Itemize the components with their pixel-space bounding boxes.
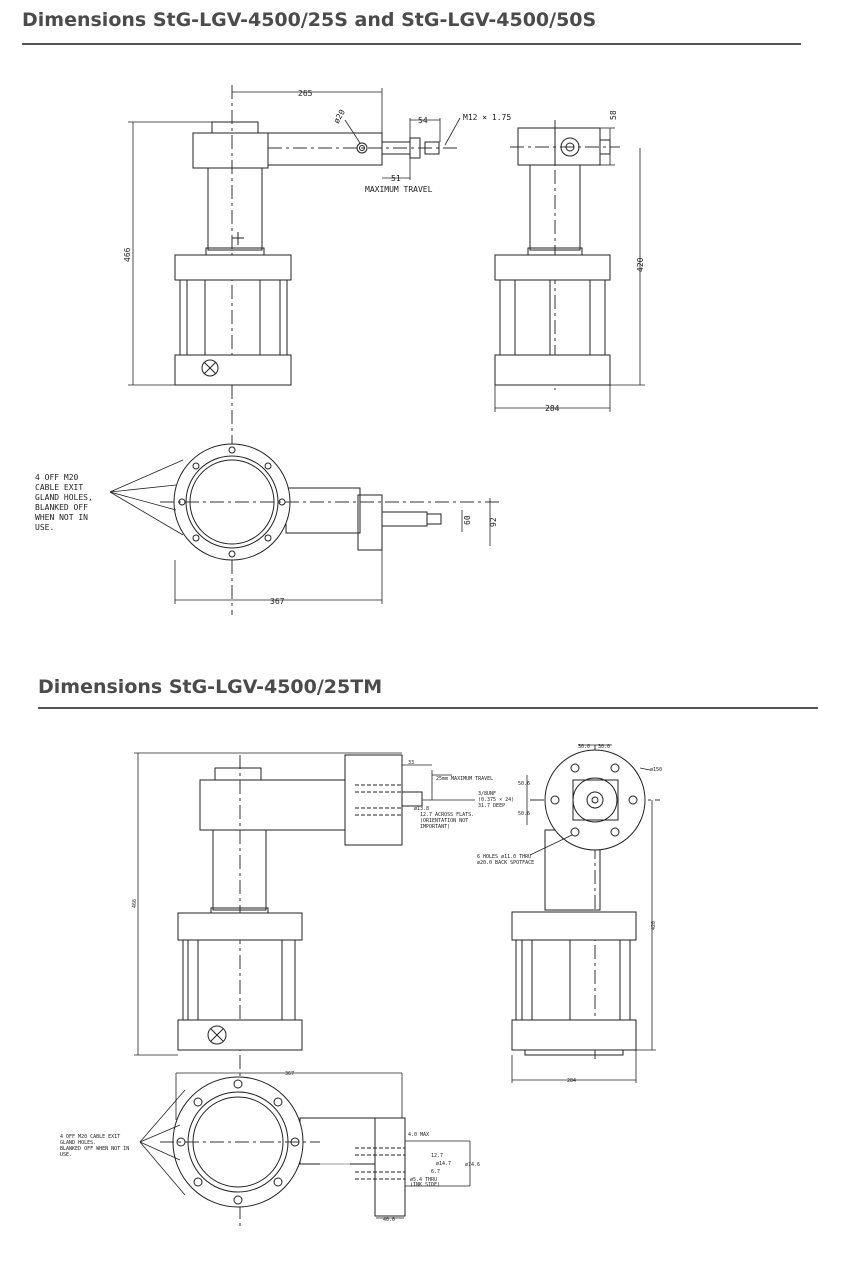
svg-text:BLANKED OFF: BLANKED OFF (35, 503, 88, 512)
dim-54: 54 (418, 116, 428, 125)
section2-divider (38, 707, 818, 709)
svg-text:40.0: 40.0 (383, 1217, 395, 1223)
dim-58: 58 (609, 110, 618, 120)
svg-text:4.0 MAX: 4.0 MAX (408, 1132, 429, 1138)
dim-92: 92 (489, 517, 498, 527)
svg-text:ø14.7: ø14.7 (436, 1161, 451, 1167)
dim2-33: 33 (408, 760, 414, 766)
svg-text:3/8UNF: 3/8UNF (478, 791, 496, 797)
drawing1-cable-note: 4 OFF M20 CABLE EXIT GLAND HOLES, BLANKE… (35, 473, 93, 532)
svg-text:50.6: 50.6 (518, 781, 530, 787)
max-travel-label: MAXIMUM TRAVEL (365, 185, 433, 194)
dim-265: 265 (298, 89, 313, 98)
svg-text:USE.: USE. (35, 523, 54, 532)
svg-text:IMPORTANT): IMPORTANT) (420, 824, 450, 830)
dim-466: 466 (123, 247, 132, 262)
section2-title: Dimensions StG-LGV-4500/25TM (38, 676, 383, 698)
svg-text:CABLE EXIT: CABLE EXIT (35, 483, 83, 492)
svg-text:BLANKED OFF WHEN NOT IN: BLANKED OFF WHEN NOT IN (60, 1146, 129, 1152)
svg-text:12.7: 12.7 (431, 1153, 443, 1159)
svg-text:30.0: 30.0 (598, 744, 610, 750)
dim-thread: M12 × 1.75 (463, 113, 511, 122)
svg-text:4 OFF M20: 4 OFF M20 (35, 473, 79, 482)
dim-51: 51 (391, 174, 401, 183)
drawing2-plan-view: 367 40.0 4.0 MAX ø74.6 12.7 ø14.7 6.7 ø5… (139, 1071, 480, 1223)
svg-text:ø150: ø150 (650, 767, 662, 773)
dim-420: 420 (636, 257, 645, 272)
svg-text:420: 420 (651, 921, 657, 930)
drawing2-cable-note: 4 OFF M20 CABLE EXIT GLAND HOLES. BLANKE… (60, 1134, 129, 1158)
drawing1-side-view: 58 420 284 (494, 110, 645, 413)
svg-text:WHEN NOT IN: WHEN NOT IN (35, 513, 88, 522)
dim-284: 284 (545, 404, 560, 413)
dim2-466: 466 (132, 899, 138, 908)
svg-text:367: 367 (285, 1071, 294, 1077)
svg-text:GLAND HOLES.: GLAND HOLES. (60, 1140, 96, 1146)
drawing2-side-view: 30.0 30.0 50.6 50.6 ø150 6 HOLES ø11.0 THR… (477, 744, 662, 1084)
svg-text:4 OFF M20 CABLE EXIT: 4 OFF M20 CABLE EXIT (60, 1134, 120, 1140)
svg-text:GLAND HOLES,: GLAND HOLES, (35, 493, 93, 502)
drawing1-plan-view: 60 92 367 (109, 443, 500, 606)
dim-dia20: ø20 (332, 108, 347, 125)
svg-text:6.7: 6.7 (431, 1169, 440, 1175)
svg-text:USE.: USE. (60, 1152, 72, 1158)
svg-text:50.6: 50.6 (518, 811, 530, 817)
svg-text:ø74.6: ø74.6 (465, 1162, 480, 1168)
svg-text:(0.375 × 24): (0.375 × 24) (478, 797, 514, 803)
dim-60: 60 (463, 515, 472, 525)
svg-text:6 HOLES ø11.0 THRU: 6 HOLES ø11.0 THRU (477, 854, 531, 860)
dim2-dia13: ø13.8 (414, 806, 429, 812)
svg-text:(ORIENTATION NOT: (ORIENTATION NOT (420, 818, 468, 824)
svg-text:31.7 DEEP: 31.7 DEEP (478, 803, 505, 809)
svg-text:30.0: 30.0 (578, 744, 590, 750)
drawing1-front-view (174, 85, 460, 615)
svg-text:12.7 ACROSS FLATS.: 12.7 ACROSS FLATS. (420, 812, 474, 818)
dim-367: 367 (270, 597, 285, 606)
svg-text:ø20.0 BACK SPOTFACE: ø20.0 BACK SPOTFACE (477, 860, 534, 866)
section1-title: Dimensions StG-LGV-4500/25S and StG-LGV-… (22, 9, 597, 31)
drawing2-front-view: 466 33 25mm MAXIMUM TRAVEL 3/8UNF (0.375… (132, 752, 514, 1230)
svg-text:284: 284 (567, 1078, 576, 1084)
section1-divider (22, 43, 801, 45)
dim2-max-travel: 25mm MAXIMUM TRAVEL (436, 776, 493, 782)
svg-text:(INK SIDE): (INK SIDE) (410, 1182, 440, 1188)
svg-text:ø5.4 THRU: ø5.4 THRU (410, 1177, 437, 1183)
